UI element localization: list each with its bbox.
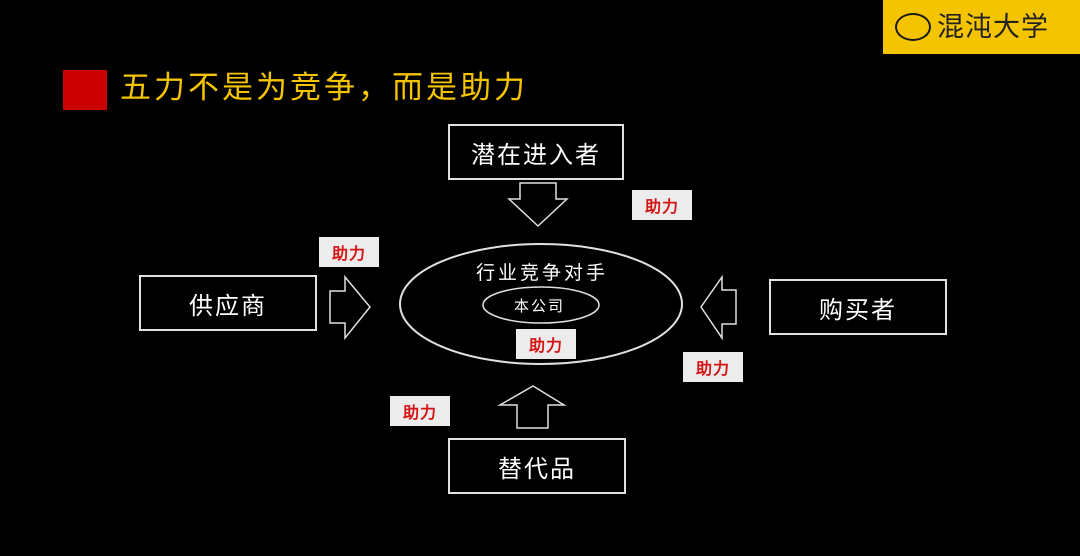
boost-badge-left: 助力 xyxy=(319,237,379,267)
brand-logo: 混沌大学 xyxy=(883,0,1080,54)
arrow-up-icon xyxy=(497,385,567,429)
logo-circle-icon xyxy=(895,13,931,41)
supplier-box: 供应商 xyxy=(139,275,317,331)
arrow-down-icon xyxy=(507,182,569,228)
company-ellipse xyxy=(482,286,600,324)
industry-ellipse xyxy=(399,243,683,365)
boost-badge-top: 助力 xyxy=(632,190,692,220)
boost-badge-center: 助力 xyxy=(516,329,576,359)
industry-label: 行业竞争对手 xyxy=(476,262,609,284)
arrow-right-icon xyxy=(329,274,371,341)
company-label: 本公司 xyxy=(514,297,566,315)
boost-badge-bottom: 助力 xyxy=(390,396,450,426)
title-marker xyxy=(63,70,107,110)
logo-text: 混沌大学 xyxy=(937,11,1049,43)
boost-badge-right: 助力 xyxy=(683,352,743,382)
potential-entrants-box: 潜在进入者 xyxy=(448,124,624,180)
arrow-left-icon xyxy=(700,274,737,341)
slide-title: 五力不是为竞争，而是助力 xyxy=(120,70,528,106)
buyer-box: 购买者 xyxy=(769,279,947,335)
substitutes-box: 替代品 xyxy=(448,438,626,494)
